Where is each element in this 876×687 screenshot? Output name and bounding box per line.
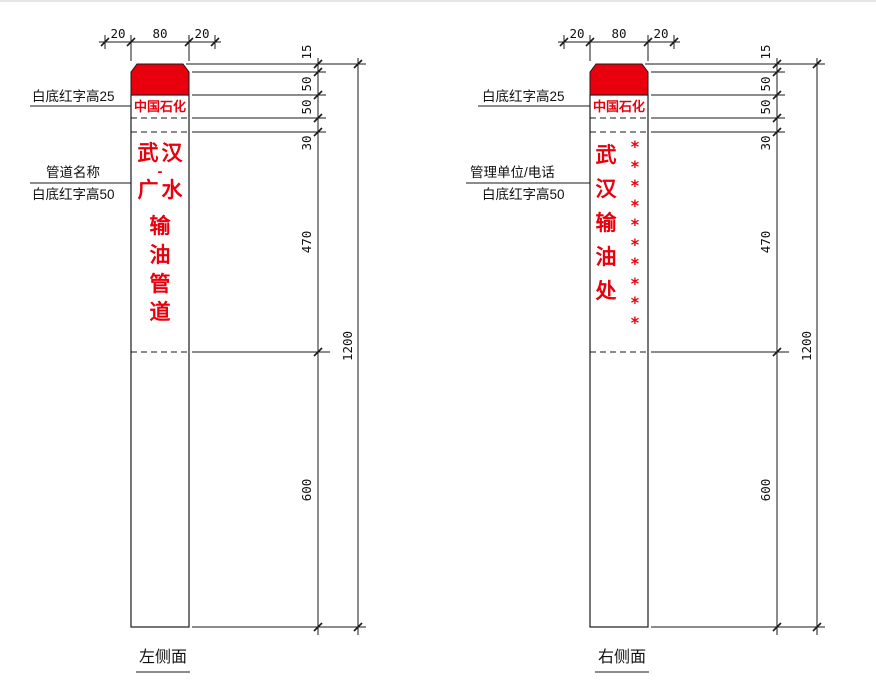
star-char: * — [630, 293, 640, 312]
dim-tick — [210, 37, 220, 47]
dim-tick — [772, 127, 782, 137]
dim-value: 1200 — [340, 331, 355, 361]
label-pipeline-name: 管道名称 — [46, 165, 100, 180]
star-char: * — [630, 137, 640, 156]
star-char: * — [630, 157, 640, 176]
dim-value: 20 — [110, 26, 125, 41]
dim-value: 80 — [152, 26, 167, 41]
label-management-unit: 管理单位/电话 — [470, 165, 555, 180]
post-char-dash: - — [158, 163, 163, 180]
dim-tick — [585, 37, 595, 47]
post-char: 汉 — [162, 142, 184, 165]
dim-tick — [313, 622, 323, 632]
dim-value: 80 — [611, 26, 626, 41]
dim-tick — [100, 37, 110, 47]
dim-tick — [643, 37, 653, 47]
post-char: 输 — [596, 211, 618, 235]
dim-value: 30 — [758, 135, 773, 150]
post-char: 武 — [596, 144, 617, 167]
star-char: * — [630, 254, 640, 273]
post-red-cap — [130, 63, 190, 96]
dim-value: 15 — [758, 44, 773, 59]
star-char: * — [630, 196, 640, 215]
brand-text: 中国石化 — [593, 99, 645, 114]
dim-tick — [353, 59, 363, 69]
dim-tick — [772, 347, 782, 357]
star-char: * — [630, 274, 640, 293]
dim-tick — [313, 67, 323, 77]
dim-value: 20 — [653, 26, 668, 41]
label-white-red-50: 白底红字高50 — [482, 186, 565, 202]
post-char: 广 — [138, 178, 159, 202]
post-char: 汉 — [596, 178, 618, 201]
dim-tick — [313, 113, 323, 123]
dim-value: 50 — [758, 99, 773, 114]
star-char: * — [630, 176, 640, 195]
post-body — [130, 94, 190, 628]
dim-tick — [772, 90, 782, 100]
dim-tick — [772, 113, 782, 123]
dim-value: 15 — [299, 44, 314, 59]
dim-value: 470 — [758, 231, 773, 254]
dim-value: 600 — [758, 479, 773, 502]
post-char: 水 — [162, 179, 184, 202]
dim-tick — [772, 67, 782, 77]
post-char: 管 — [150, 272, 171, 296]
dim-tick — [559, 37, 569, 47]
star-char: * — [630, 235, 640, 254]
right-view: 20 80 20 中国石化 武 汉 输 油 处 * * * * * * * * … — [466, 26, 825, 673]
label-white-red-25: 白底红字高25 — [32, 88, 115, 104]
post-char: 输 — [150, 214, 172, 238]
label-white-red-25: 白底红字高25 — [482, 88, 565, 104]
star-char: * — [630, 313, 640, 332]
left-view: 20 80 20 中国石化 武 汉 - 广 水 输 油 管 道 白底红字高25 … — [30, 26, 366, 673]
post-red-cap — [589, 63, 649, 96]
dim-tick — [126, 37, 136, 47]
dim-value: 20 — [569, 26, 584, 41]
dim-tick — [313, 347, 323, 357]
post-char: 武 — [138, 142, 159, 165]
view-caption: 右侧面 — [598, 648, 646, 666]
post-char: 道 — [150, 300, 171, 324]
post-char: 油 — [150, 244, 171, 267]
dim-tick — [184, 37, 194, 47]
dim-value: 600 — [299, 479, 314, 502]
dim-tick — [313, 59, 323, 69]
dim-value: 1200 — [799, 331, 814, 361]
dim-tick — [772, 59, 782, 69]
dim-value: 50 — [758, 76, 773, 91]
post-body — [589, 94, 649, 628]
brand-text: 中国石化 — [134, 99, 186, 114]
dim-tick — [313, 90, 323, 100]
dim-value: 30 — [299, 135, 314, 150]
dim-value: 50 — [299, 76, 314, 91]
dim-tick — [313, 127, 323, 137]
post-char: 处 — [595, 280, 617, 303]
dim-value: 50 — [299, 99, 314, 114]
dim-value: 20 — [194, 26, 209, 41]
dim-tick — [353, 622, 363, 632]
dim-value: 470 — [299, 231, 314, 254]
label-white-red-50: 白底红字高50 — [32, 186, 115, 202]
post-char: 油 — [596, 246, 617, 269]
dim-tick — [812, 622, 822, 632]
dim-tick — [669, 37, 679, 47]
view-caption: 左侧面 — [139, 648, 187, 666]
dim-tick — [812, 59, 822, 69]
star-char: * — [630, 215, 640, 234]
dim-tick — [772, 622, 782, 632]
